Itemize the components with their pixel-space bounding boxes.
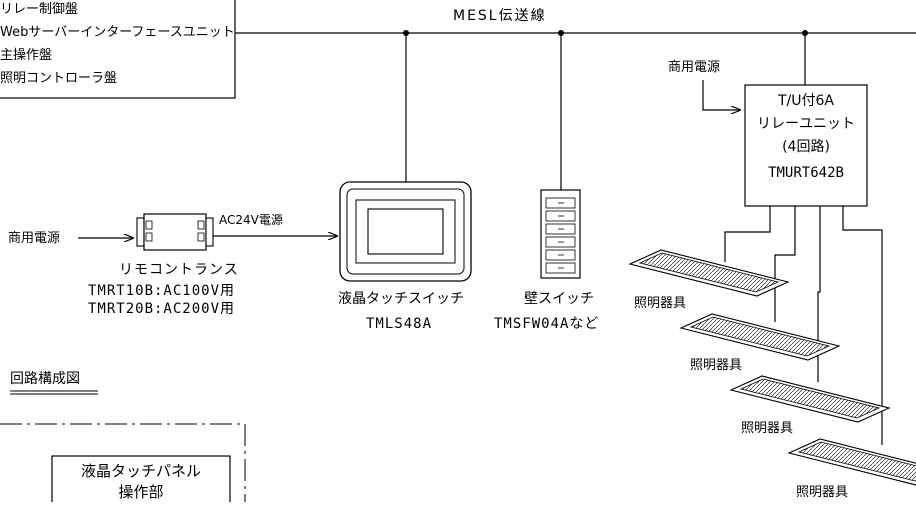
power-source-left-label: 商用電源 [8, 231, 61, 246]
dashed-frame [0, 423, 246, 502]
fixture-label: 照明器具 [690, 358, 743, 373]
relay-unit-box [744, 84, 868, 207]
transformer-name: リモコントランス [119, 262, 239, 278]
relay-model: TMURT642B [768, 165, 844, 181]
controller-item: 照明コントローラ盤 [0, 71, 118, 86]
panel-box [51, 455, 231, 505]
wall-switch-name: 壁スイッチ [524, 291, 594, 307]
section-title: 回路構成図 [10, 371, 80, 387]
light-fixture [679, 313, 841, 361]
relay-line-1: T/U付6A [778, 93, 834, 109]
wall-switch-model: TMSFW04Aなど [494, 316, 600, 332]
relay-line-2: リレーユニット [757, 116, 855, 132]
transformer-model-1: TMRT10B:AC100V用 [88, 283, 236, 299]
lcd-switch-model: TMLS48A [366, 316, 433, 332]
controller-item: リレー制御盤 [0, 2, 79, 17]
ac24v-label: AC24V電源 [219, 213, 283, 227]
light-fixture [787, 438, 916, 486]
controller-box [0, 0, 236, 99]
lcd-switch-name: 液晶タッチスイッチ [338, 291, 464, 307]
transformer-device [136, 213, 214, 251]
light-fixture [729, 375, 891, 423]
light-fixture [628, 249, 790, 297]
power-source-right-label: 商用電源 [668, 60, 721, 75]
power-arrow-right [702, 80, 740, 110]
relay-line-3: (4回路) [782, 139, 830, 155]
controller-item: Webサーバーインターフェースユニット [0, 25, 235, 40]
fixture-label: 照明器具 [634, 296, 687, 311]
wall-switch-device [540, 189, 581, 279]
bus-label: MESL伝送線 [453, 8, 547, 24]
transformer-model-2: TMRT20B:AC200V用 [88, 301, 236, 317]
fixture-label: 照明器具 [796, 485, 849, 500]
fixture-label: 照明器具 [741, 421, 794, 436]
panel-title-line-2: 操作部 [118, 483, 164, 501]
controller-item: 主操作盤 [0, 48, 53, 63]
lcd-touch-switch-device [339, 181, 472, 282]
panel-title-line-1: 液晶タッチパネル [80, 462, 201, 480]
relay-output-wiring [724, 206, 883, 445]
